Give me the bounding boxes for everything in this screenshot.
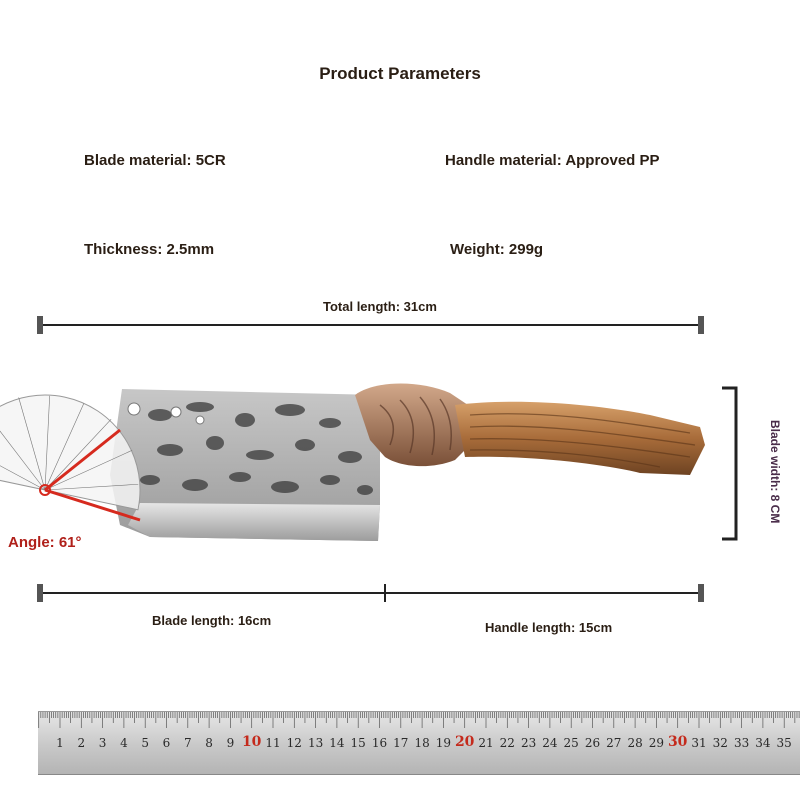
total-length-line <box>37 316 704 334</box>
ruler-number: 33 <box>733 736 750 750</box>
ruler-number: 32 <box>712 736 728 750</box>
ruler-number: 28 <box>627 736 643 750</box>
ruler-number: 1 <box>56 736 64 750</box>
blade-width-bracket <box>722 386 738 541</box>
spec-blade-material: Blade material: 5CR <box>84 152 226 169</box>
spec-thickness: Thickness: 2.5mm <box>84 241 215 258</box>
spec-weight: Weight: 299g <box>450 241 544 258</box>
ruler-number: 25 <box>563 736 579 750</box>
ruler-number: 8 <box>205 736 213 750</box>
ruler-number: 18 <box>414 736 430 750</box>
angle-label: Angle: 61° <box>8 534 82 551</box>
ruler-number: 31 <box>691 736 707 750</box>
protractor-illustration <box>0 394 141 522</box>
ruler-number: 9 <box>226 736 235 750</box>
spec-handle-material: Handle material: Approved PP <box>445 152 660 169</box>
ruler-number: 19 <box>435 736 452 750</box>
cleaver-knife-illustration <box>110 383 705 541</box>
ruler-number: 21 <box>478 736 494 750</box>
blade-width-label: Blade width: 8 CM <box>768 420 782 524</box>
ruler-number: 35 <box>776 736 792 750</box>
ruler-number: 11 <box>265 736 281 750</box>
ruler-number: 2 <box>77 736 86 750</box>
ruler-number: 6 <box>162 736 171 750</box>
blade-length-label: Blade length: 16cm <box>152 613 272 628</box>
ruler-number: 29 <box>648 736 665 750</box>
handle-length-label: Handle length: 15cm <box>485 620 613 635</box>
ruler-number: 14 <box>329 736 345 750</box>
ruler-number: 10 <box>241 734 262 750</box>
ruler-number: 15 <box>350 736 366 750</box>
total-length-label: Total length: 31cm <box>323 299 437 314</box>
ruler-number: 4 <box>120 736 128 750</box>
ruler-number: 34 <box>755 736 771 750</box>
ruler-number: 23 <box>520 736 537 750</box>
ruler-number: 3 <box>98 736 107 750</box>
ruler-number: 20 <box>454 734 475 750</box>
ruler-number: 24 <box>542 736 558 750</box>
ruler-number: 17 <box>393 736 409 750</box>
ruler-number: 12 <box>286 736 302 750</box>
ruler-number: 7 <box>183 736 192 750</box>
ruler-number: 13 <box>307 736 324 750</box>
page-title: Product Parameters <box>319 64 481 83</box>
blade-handle-length-line <box>37 584 704 602</box>
ruler-number: 5 <box>141 736 150 750</box>
ruler-number: 26 <box>584 736 601 750</box>
ruler-number: 22 <box>499 736 515 750</box>
ruler-ticks <box>38 712 800 728</box>
ruler-number: 27 <box>606 736 622 750</box>
ruler-number: 16 <box>371 736 388 750</box>
ruler-number: 30 <box>667 734 688 750</box>
